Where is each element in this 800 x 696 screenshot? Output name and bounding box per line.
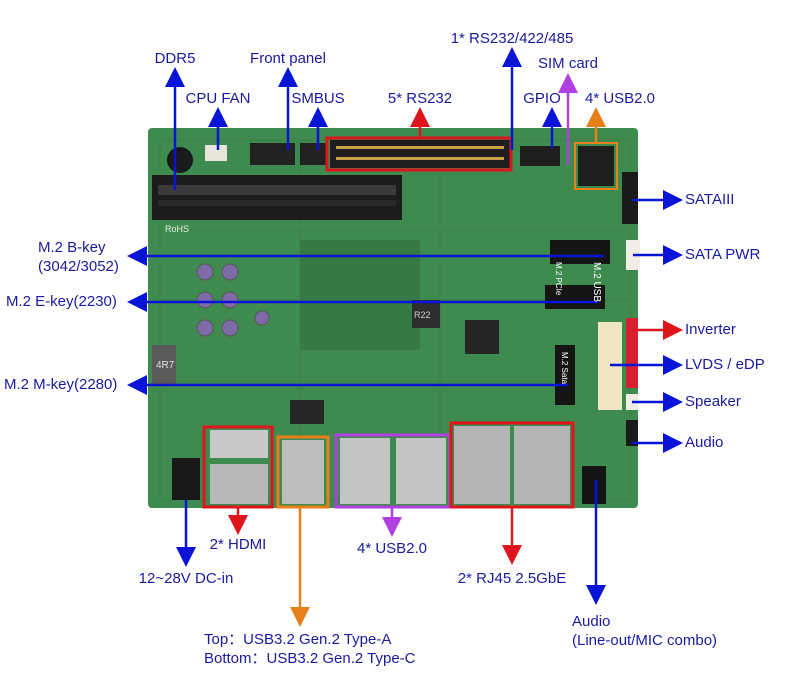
buzzer — [167, 147, 193, 173]
label-usb20-top: 4* USB2.0 — [584, 90, 656, 107]
label-m2-bkey-line1: M.2 B-key — [38, 239, 106, 256]
inductor — [152, 345, 176, 385]
label-hdmi: 2* HDMI — [209, 536, 267, 553]
silk-m2-pcie: M.2 PCIe — [554, 262, 563, 296]
label-m2-bkey: M.2 B-key (3042/3052) — [38, 238, 119, 276]
label-rs232-5: 5* RS232 — [387, 90, 453, 107]
silk-m2-sata: M.2 Sata — [560, 352, 569, 385]
label-audio-right: Audio — [685, 434, 724, 451]
leader-arrows — [127, 47, 683, 627]
silk-rohs: RoHS — [165, 224, 189, 234]
label-usb32-bottom: Bottom：USB3.2 Gen.2 Type-C — [204, 650, 416, 667]
m2-bkey-slot — [550, 240, 610, 264]
rs232-header — [330, 140, 510, 168]
label-speaker: Speaker — [685, 393, 741, 410]
label-m2-ekey: M.2 E-key(2230) — [6, 293, 117, 310]
audio-header — [626, 420, 638, 446]
usb32-port — [282, 440, 324, 504]
silk-chip-r22: R22 — [414, 310, 431, 320]
smbus-header — [300, 143, 326, 165]
ddr5-slot — [152, 175, 402, 220]
label-ddr5: DDR5 — [154, 50, 196, 67]
inverter-header — [626, 318, 638, 388]
label-rj45: 2* RJ45 2.5GbE — [457, 570, 567, 587]
label-sataiii: SATAIII — [685, 191, 735, 208]
gpio-header — [520, 146, 560, 166]
label-dc-in: 12~28V DC-in — [138, 570, 234, 587]
label-audio-bottom-line2: (Line-out/MIC combo) — [572, 632, 718, 649]
label-front-panel: Front panel — [250, 50, 326, 67]
label-gpio: GPIO — [523, 90, 561, 107]
usb20-port-left — [340, 438, 390, 504]
label-smbus: SMBUS — [291, 90, 345, 107]
usb32-highlight — [276, 435, 330, 509]
chip-lower — [290, 400, 324, 424]
label-usb32-top: Top：USB3.2 Gen.2 Type-A — [204, 631, 392, 648]
label-cpu-fan: CPU FAN — [185, 90, 251, 107]
silk-inductor: 4R7 — [156, 360, 175, 371]
front-panel-header — [250, 143, 295, 165]
label-m2-bkey-line2: (3042/3052) — [38, 258, 119, 275]
usb20-header — [578, 146, 614, 186]
audio-jack — [582, 466, 606, 504]
rj45-port-left — [454, 426, 510, 504]
sata-connector — [622, 172, 638, 224]
label-m2-mkey: M.2 M-key(2280) — [4, 376, 118, 393]
hdmi-port-bottom — [210, 464, 268, 504]
label-sim-card: SIM card — [537, 55, 599, 72]
label-audio-bottom-line1: Audio — [572, 613, 611, 630]
dc-jack — [172, 458, 200, 500]
label-usb32: Top：USB3.2 Gen.2 Type-A Bottom：USB3.2 Ge… — [204, 630, 416, 668]
m2-mkey-slot — [555, 345, 575, 405]
cpu-fan-header — [205, 145, 227, 161]
silk-m2-usb: M.2 USB — [591, 262, 602, 302]
label-audio-bottom: Audio (Line-out/MIC combo) — [572, 612, 717, 650]
label-usb20-bottom: 4* USB2.0 — [356, 540, 428, 557]
label-inverter: Inverter — [685, 321, 736, 338]
chip-r22 — [412, 300, 440, 328]
m2-ekey-slot — [545, 285, 605, 309]
usb20-port-right — [396, 438, 446, 504]
cpu-area — [300, 240, 420, 350]
chip-rj45-ctrl — [465, 320, 499, 354]
rj45-port-right — [514, 426, 570, 504]
hdmi-port-top — [210, 430, 268, 458]
label-lvds-edp: LVDS / eDP — [685, 356, 765, 373]
label-rs232-422-485: 1* RS232/422/485 — [450, 30, 574, 47]
label-sata-pwr: SATA PWR — [685, 246, 761, 263]
capacitors — [196, 263, 270, 337]
